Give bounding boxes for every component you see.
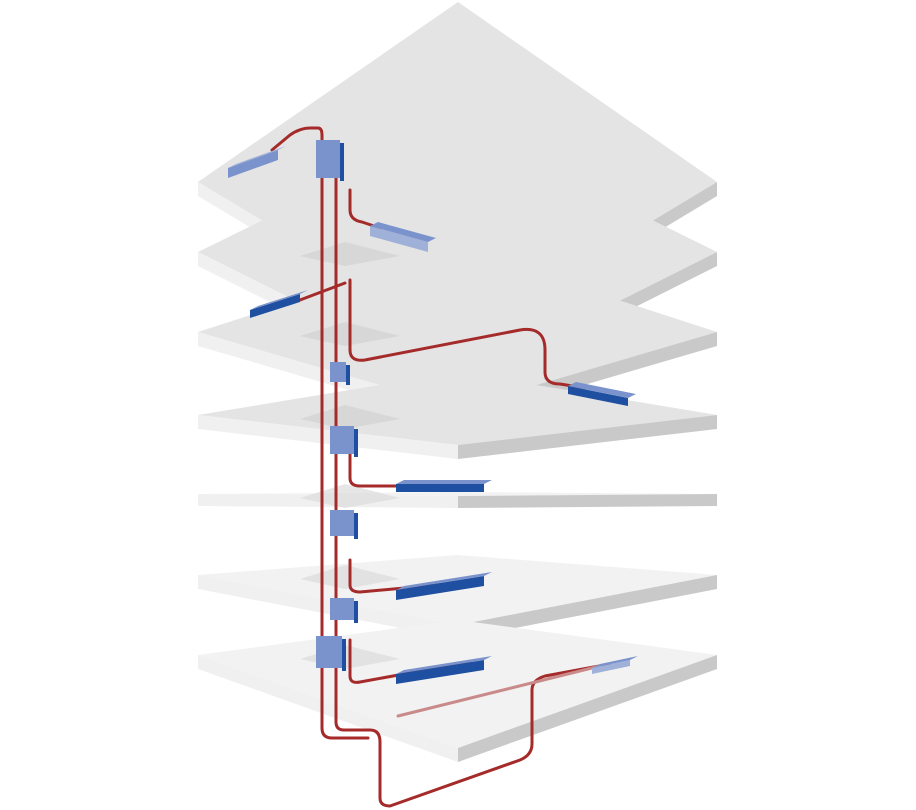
unit-top (370, 222, 436, 242)
unit-face (228, 150, 278, 178)
distribution-unit-3 (250, 290, 308, 318)
riser-opening (300, 484, 400, 508)
unit-body (316, 140, 340, 178)
distribution-unit-7 (396, 656, 492, 684)
slab-edge-right (458, 494, 717, 508)
unit-body (316, 636, 342, 668)
slab-top (198, 492, 717, 496)
slab-edge-left (198, 655, 458, 762)
unit-body (330, 426, 354, 454)
riser-box-3 (330, 426, 358, 457)
unit-top (568, 382, 636, 398)
unit-side (354, 601, 358, 623)
distribution-unit-4 (568, 382, 636, 406)
riser-box-5 (330, 598, 358, 623)
unit-side (340, 143, 344, 181)
unit-side (342, 639, 346, 671)
floor-slab-7 (198, 620, 717, 762)
pipe-run-2 (334, 148, 612, 808)
floor-slabs (198, 2, 717, 762)
distribution-unit-2 (370, 222, 436, 252)
unit-side (354, 513, 358, 539)
distribution-unit-6 (396, 572, 492, 600)
unit-top (396, 572, 492, 590)
unit-top (396, 656, 492, 674)
slab-top (198, 372, 717, 445)
pipe-branch-floor-3 (298, 281, 347, 302)
slab-edge-right (458, 575, 717, 639)
distribution-unit-5 (396, 480, 492, 492)
slab-edge-left (198, 415, 458, 459)
riser-pipes (270, 126, 612, 808)
unit-body (330, 598, 354, 620)
unit-face (250, 294, 300, 318)
unit-top (592, 656, 638, 668)
floor-slab-5 (198, 484, 717, 508)
riser-opening (300, 242, 400, 266)
riser-box-6 (316, 636, 346, 671)
pipe-run-6 (348, 558, 472, 594)
unit-face (568, 386, 628, 406)
unit-body (330, 362, 346, 382)
distribution-unit-1 (228, 146, 286, 178)
unit-body (330, 510, 354, 536)
unit-side (354, 429, 358, 457)
pipe-run-7 (348, 638, 472, 684)
unit-face (370, 226, 428, 252)
unit-top (228, 146, 286, 168)
slab-edge-right (458, 415, 717, 459)
riser-box-4 (330, 510, 358, 539)
floor-slab-4 (198, 372, 717, 459)
pipe-run-faded (396, 664, 602, 718)
unit-face (396, 576, 484, 600)
riser-box-1 (316, 140, 344, 181)
unit-face (396, 484, 484, 492)
riser-box-2 (330, 362, 350, 385)
unit-side (346, 365, 350, 385)
unit-face (396, 660, 484, 684)
slab-top (198, 248, 717, 408)
unit-top (396, 480, 492, 484)
pipe-run-1 (270, 126, 370, 740)
slab-edge-left (198, 575, 458, 639)
unit-top (250, 290, 308, 310)
slab-edge-right (458, 655, 717, 762)
unit-face (592, 660, 630, 674)
pipe-run-3 (348, 188, 382, 230)
distribution-unit-8 (592, 656, 638, 674)
pipe-run-5 (348, 438, 472, 488)
riser-opening (300, 405, 400, 429)
distribution-units (228, 140, 638, 684)
pipe-run-4 (348, 278, 587, 390)
